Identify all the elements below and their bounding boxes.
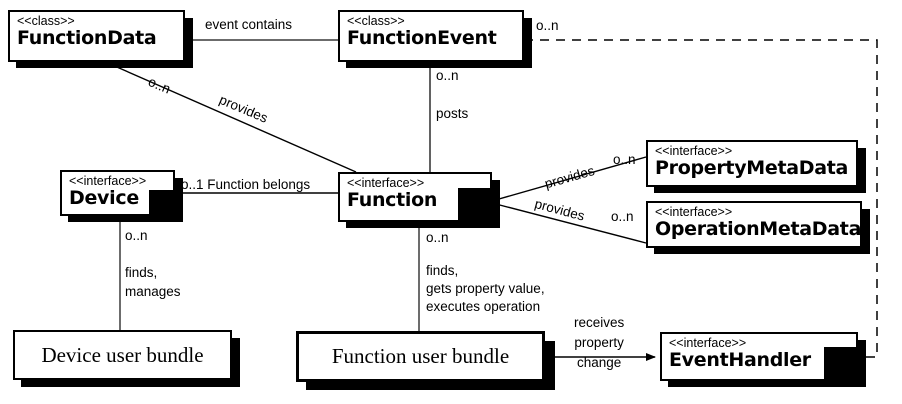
stereotype-label: <<interface>>: [669, 336, 747, 350]
class-name-label: Device: [69, 187, 139, 209]
node-function[interactable]: <<interface>> Function: [338, 172, 500, 228]
box-shadow: [68, 216, 183, 222]
class-name-label: FunctionEvent: [347, 27, 497, 49]
label-provides-operation-multiplicity: o..n: [611, 209, 634, 224]
node-function-data[interactable]: <<class>> FunctionData: [8, 10, 193, 68]
stereotype-label: <<interface>>: [655, 144, 733, 158]
class-name-label: Function: [347, 189, 438, 211]
class-name-label: OperationMetaData: [655, 218, 862, 240]
node-function-event[interactable]: <<class>> FunctionEvent: [338, 10, 532, 68]
stereotype-label: <<interface>>: [655, 205, 733, 219]
label-function-belongs: o..1 Function belongs: [181, 177, 311, 192]
class-name-label: FunctionData: [17, 27, 157, 49]
node-device-user-bundle[interactable]: Device user bundle: [13, 330, 240, 387]
bundle-label: Device user bundle: [41, 342, 204, 367]
link-event-dashed: [524, 39, 878, 358]
class-name-label: PropertyMetaData: [655, 157, 849, 179]
folded-corner-icon: [458, 188, 492, 222]
box-shadow: [654, 248, 870, 254]
link-provides-property-meta: [491, 156, 647, 202]
box-shadow: [858, 148, 866, 193]
node-event-handler[interactable]: <<interface>> EventHandler: [660, 332, 866, 387]
class-name-label: EventHandler: [669, 349, 811, 371]
link-provides-operation-meta: [491, 202, 647, 244]
stereotype-label: <<interface>>: [347, 176, 425, 190]
node-device[interactable]: <<interface>> Device: [60, 170, 183, 222]
label-function-finds-actions: finds, gets property value, executes ope…: [426, 263, 545, 314]
box-shadow: [858, 340, 866, 387]
box-shadow: [346, 62, 532, 68]
label-provides-property-multiplicity: o..n: [613, 152, 636, 167]
box-shadow: [654, 187, 866, 193]
box-shadow: [185, 18, 193, 68]
label-device-finds-manages: finds, manages: [125, 265, 181, 299]
box-shadow: [175, 178, 183, 222]
stereotype-label: <<class>>: [17, 14, 75, 28]
node-property-meta-data[interactable]: <<interface>> PropertyMetaData: [646, 140, 866, 193]
box-shadow: [346, 222, 500, 228]
box-shadow: [545, 341, 555, 390]
label-function-finds-multiplicity: o..n: [426, 230, 449, 245]
folded-corner-icon: [149, 190, 175, 216]
label-event-contains: event contains: [205, 17, 293, 32]
node-function-user-bundle[interactable]: Function user bundle: [296, 331, 555, 390]
box-shadow: [306, 382, 555, 390]
stereotype-label: <<class>>: [347, 14, 405, 28]
box-shadow: [16, 62, 193, 68]
label-posts: posts: [436, 106, 469, 121]
box-shadow: [232, 338, 240, 387]
box-shadow: [862, 209, 870, 254]
box-shadow: [668, 381, 866, 387]
label-device-finds-multiplicity: o..n: [125, 228, 148, 243]
label-function-event-right-multiplicity: o..n: [536, 18, 559, 33]
link-function-data-provides: [109, 63, 357, 173]
folded-corner-icon: [824, 347, 858, 381]
node-operation-meta-data[interactable]: <<interface>> OperationMetaData: [646, 201, 870, 254]
label-receives-property-change: receives property change: [574, 315, 625, 370]
box-shadow: [492, 180, 500, 228]
bundle-label: Function user bundle: [331, 344, 510, 368]
label-posts-multiplicity: o..n: [436, 68, 459, 83]
box-shadow: [21, 380, 240, 387]
stereotype-label: <<interface>>: [69, 174, 147, 188]
box-shadow: [524, 18, 532, 68]
